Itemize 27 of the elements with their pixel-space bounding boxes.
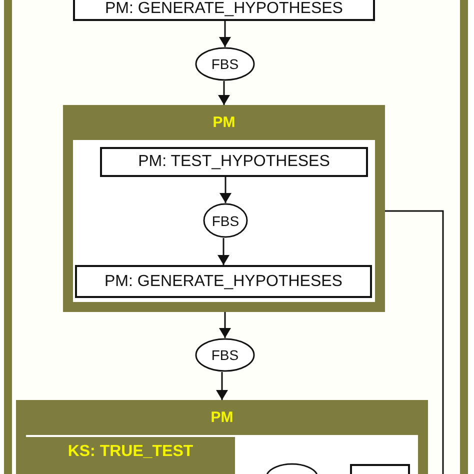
arrow: [216, 372, 228, 400]
process-box: [100, 147, 368, 177]
panel-title: PM: [212, 114, 236, 131]
panel-title: PM: [210, 409, 234, 426]
state-label: FBS: [212, 212, 240, 228]
arrow: [220, 177, 232, 203]
process-box: [73, 0, 375, 21]
state-ellipse: [195, 338, 255, 372]
process-box: [350, 464, 410, 474]
arrow: [219, 312, 231, 338]
state-ellipse: [203, 203, 248, 238]
box-label: KS: TRUE_TEST: [68, 443, 194, 461]
arrow: [218, 81, 230, 105]
process-box: [75, 265, 372, 298]
state-ellipse: [195, 47, 255, 81]
state-label: FBS: [211, 56, 239, 72]
state-label: FBS: [211, 347, 239, 363]
box-label: PM: GENERATE_HYPOTHESES: [104, 272, 342, 290]
module-panel: [63, 105, 385, 312]
arrow: [219, 21, 231, 47]
box-label: PM: TEST_HYPOTHESES: [138, 153, 330, 171]
box-label: PM: GENERATE_HYPOTHESES: [105, 0, 343, 18]
frame-border: [4, 0, 468, 474]
module-panel: [16, 400, 428, 474]
arrow: [218, 238, 230, 265]
connector-line: [385, 210, 444, 474]
knowledge-source-panel: [26, 437, 235, 474]
